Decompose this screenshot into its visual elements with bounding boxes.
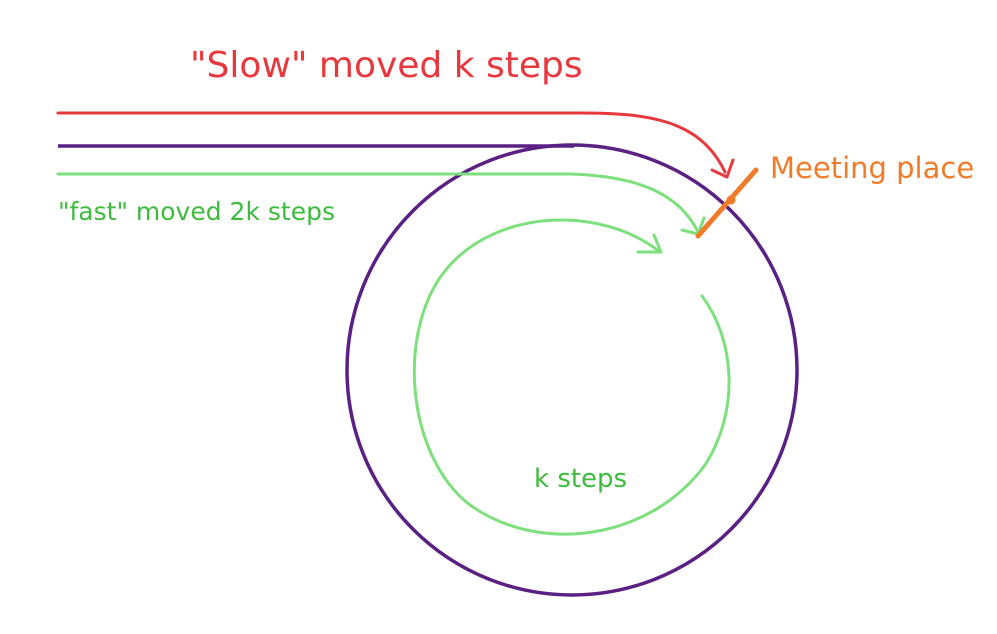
slow-path	[56, 111, 727, 174]
inner-loop-arrowhead	[636, 233, 663, 254]
meeting-place-label: Meeting place	[770, 151, 975, 185]
fast-label: "fast" moved 2k steps	[58, 197, 335, 226]
meeting-dot	[726, 195, 736, 205]
slow-arrowhead	[710, 158, 735, 179]
fast-path	[56, 172, 700, 234]
slow-label: "Slow" moved k steps	[190, 45, 583, 86]
meeting-marker	[695, 167, 759, 239]
k-steps-label: k steps	[534, 464, 628, 494]
inner-loop-arc	[412, 218, 731, 536]
